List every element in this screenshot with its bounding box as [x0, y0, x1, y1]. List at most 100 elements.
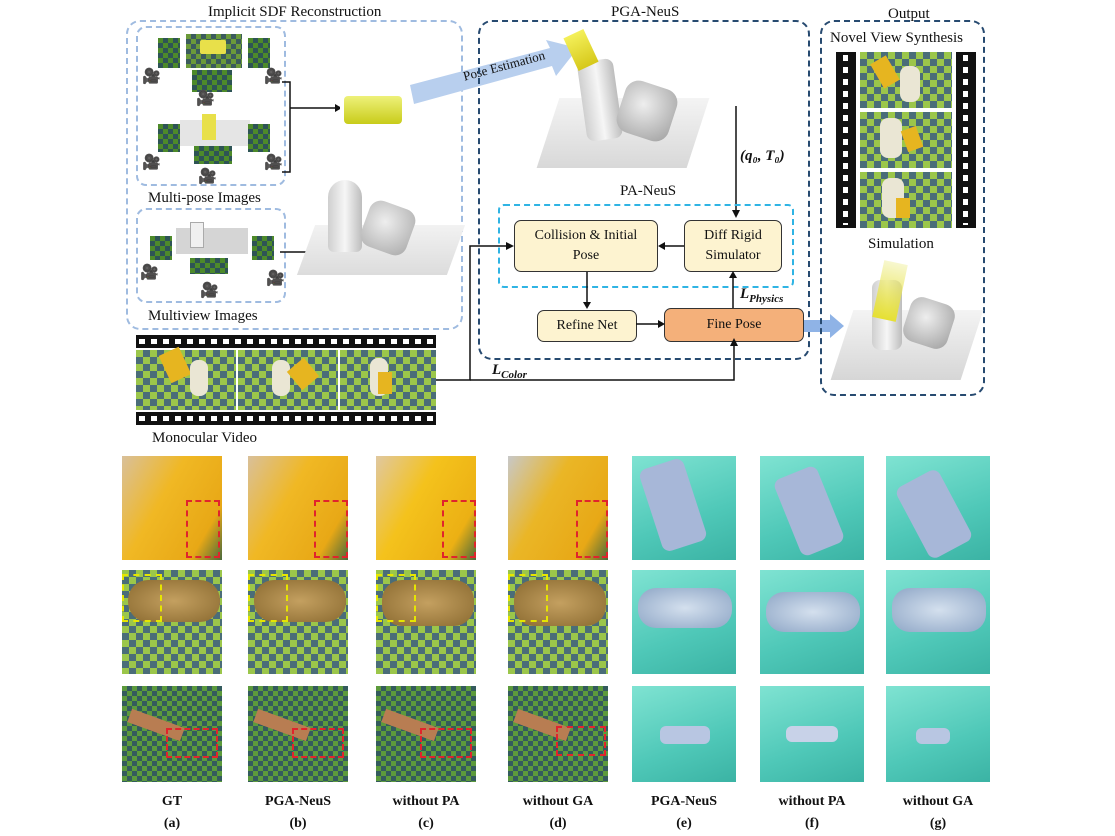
arrow	[732, 106, 740, 218]
caption-c: without PA	[392, 794, 460, 809]
result-image-g3	[886, 686, 990, 782]
view-image	[248, 124, 270, 152]
arrow	[583, 272, 591, 309]
result-image-b1	[248, 456, 348, 560]
result-image-c1	[376, 456, 476, 560]
sublabel-c: (c)	[418, 816, 434, 831]
bracket-connector	[282, 81, 340, 173]
result-image-a2	[122, 570, 222, 674]
view-image	[190, 258, 228, 274]
sublabel-b: (b)	[289, 816, 307, 831]
yellow-object	[896, 198, 910, 218]
caption-b: PGA-NeuS	[264, 794, 332, 809]
result-image-e3	[632, 686, 736, 782]
reconstructed-block	[344, 96, 402, 124]
camera-icon: 🎥	[198, 169, 217, 185]
caption-d: without GA	[522, 794, 594, 809]
cylinder-object	[880, 118, 902, 158]
sublabel-g: (g)	[929, 816, 947, 831]
view-image	[192, 70, 232, 92]
highlight-box	[508, 574, 548, 622]
yellow-object	[202, 114, 216, 140]
camera-icon: 🎥	[266, 271, 285, 287]
view-image	[186, 34, 242, 68]
arrow	[729, 271, 737, 308]
l-physics-sub: Physics	[749, 293, 784, 305]
result-image-e1	[632, 456, 736, 560]
view-image	[248, 38, 270, 68]
multipose-label: Multi-pose Images	[148, 190, 261, 206]
result-image-c3	[376, 686, 476, 782]
l-color-main: L	[492, 362, 502, 378]
result-image-f3	[760, 686, 864, 782]
sublabel-e: (e)	[676, 816, 692, 831]
simulation-label: Simulation	[868, 236, 934, 252]
pga-neus-box	[478, 20, 810, 360]
sublabel-d: (d)	[549, 816, 567, 831]
pose-estimation-arrow	[410, 40, 578, 104]
color-loss-connector	[436, 242, 738, 381]
result-image-c2	[376, 570, 476, 674]
view-image	[158, 124, 180, 152]
refine-node-label: Refine Net	[556, 318, 618, 333]
camera-icon: 🎥	[264, 69, 283, 85]
view-image	[252, 236, 274, 260]
diff-rigid-node-label: Diff Rigid Simulator	[704, 228, 762, 263]
l-physics-main: L	[740, 286, 750, 302]
mesh-cylinder	[328, 180, 362, 252]
collision-initial-pose-node: Collision & Initial Pose	[514, 220, 658, 272]
cylinder-object	[900, 66, 920, 102]
camera-icon: 🎥	[196, 91, 215, 107]
l-color-sub: Color	[501, 369, 527, 381]
result-image-f2	[760, 570, 864, 674]
cylinder-object	[272, 360, 290, 396]
pa-neus-title: PA-NeuS	[620, 183, 677, 199]
highlight-box	[556, 726, 606, 756]
camera-icon: 🎥	[142, 69, 161, 85]
caption-e: PGA-NeuS	[650, 794, 718, 809]
cylinder-object	[190, 222, 204, 248]
result-image-b2	[248, 570, 348, 674]
novel-view-frame	[860, 172, 952, 228]
q0-t0-label: (q₀, T₀)	[740, 148, 785, 164]
result-image-d2	[508, 570, 608, 674]
refine-net-node: Refine Net	[537, 310, 637, 342]
video-frame	[136, 350, 236, 410]
highlight-box	[166, 728, 218, 758]
l-color-label: LColor	[492, 362, 527, 381]
fine-pose-node-label: Fine Pose	[706, 317, 762, 332]
film-strip-top	[136, 335, 436, 348]
camera-icon: 🎥	[140, 265, 159, 281]
highlight-box	[442, 500, 476, 558]
film-strip-right	[956, 52, 976, 228]
highlight-box	[292, 728, 344, 758]
yellow-object	[378, 372, 392, 394]
l-physics-label: LPhysics	[740, 286, 783, 305]
collision-node-label: Collision & Initial Pose	[534, 228, 638, 263]
highlight-box	[248, 574, 288, 622]
highlight-box	[314, 500, 348, 558]
arrow	[658, 242, 684, 250]
output-arrow	[804, 314, 844, 338]
result-image-a1	[122, 456, 222, 560]
output-box	[820, 20, 985, 396]
multipose-box	[136, 26, 286, 186]
camera-icon: 🎥	[200, 283, 219, 299]
result-image-g1	[886, 456, 990, 561]
result-image-d3	[508, 686, 608, 782]
highlight-box	[186, 500, 220, 558]
film-strip-left	[836, 52, 856, 228]
implicit-title: Implicit SDF Reconstruction	[208, 4, 382, 20]
multiview-label: Multiview Images	[148, 308, 258, 324]
sublabel-a: (a)	[163, 816, 181, 831]
caption-a: GT	[161, 794, 183, 809]
view-image	[150, 236, 172, 260]
output-title: Output	[888, 6, 930, 22]
result-image-e2	[632, 570, 736, 674]
camera-icon: 🎥	[142, 155, 161, 171]
result-image-g2	[886, 570, 990, 674]
highlight-box	[420, 728, 472, 758]
pga-title: PGA-NeuS	[611, 4, 680, 20]
result-image-f1	[760, 456, 864, 560]
view-image	[176, 228, 248, 254]
